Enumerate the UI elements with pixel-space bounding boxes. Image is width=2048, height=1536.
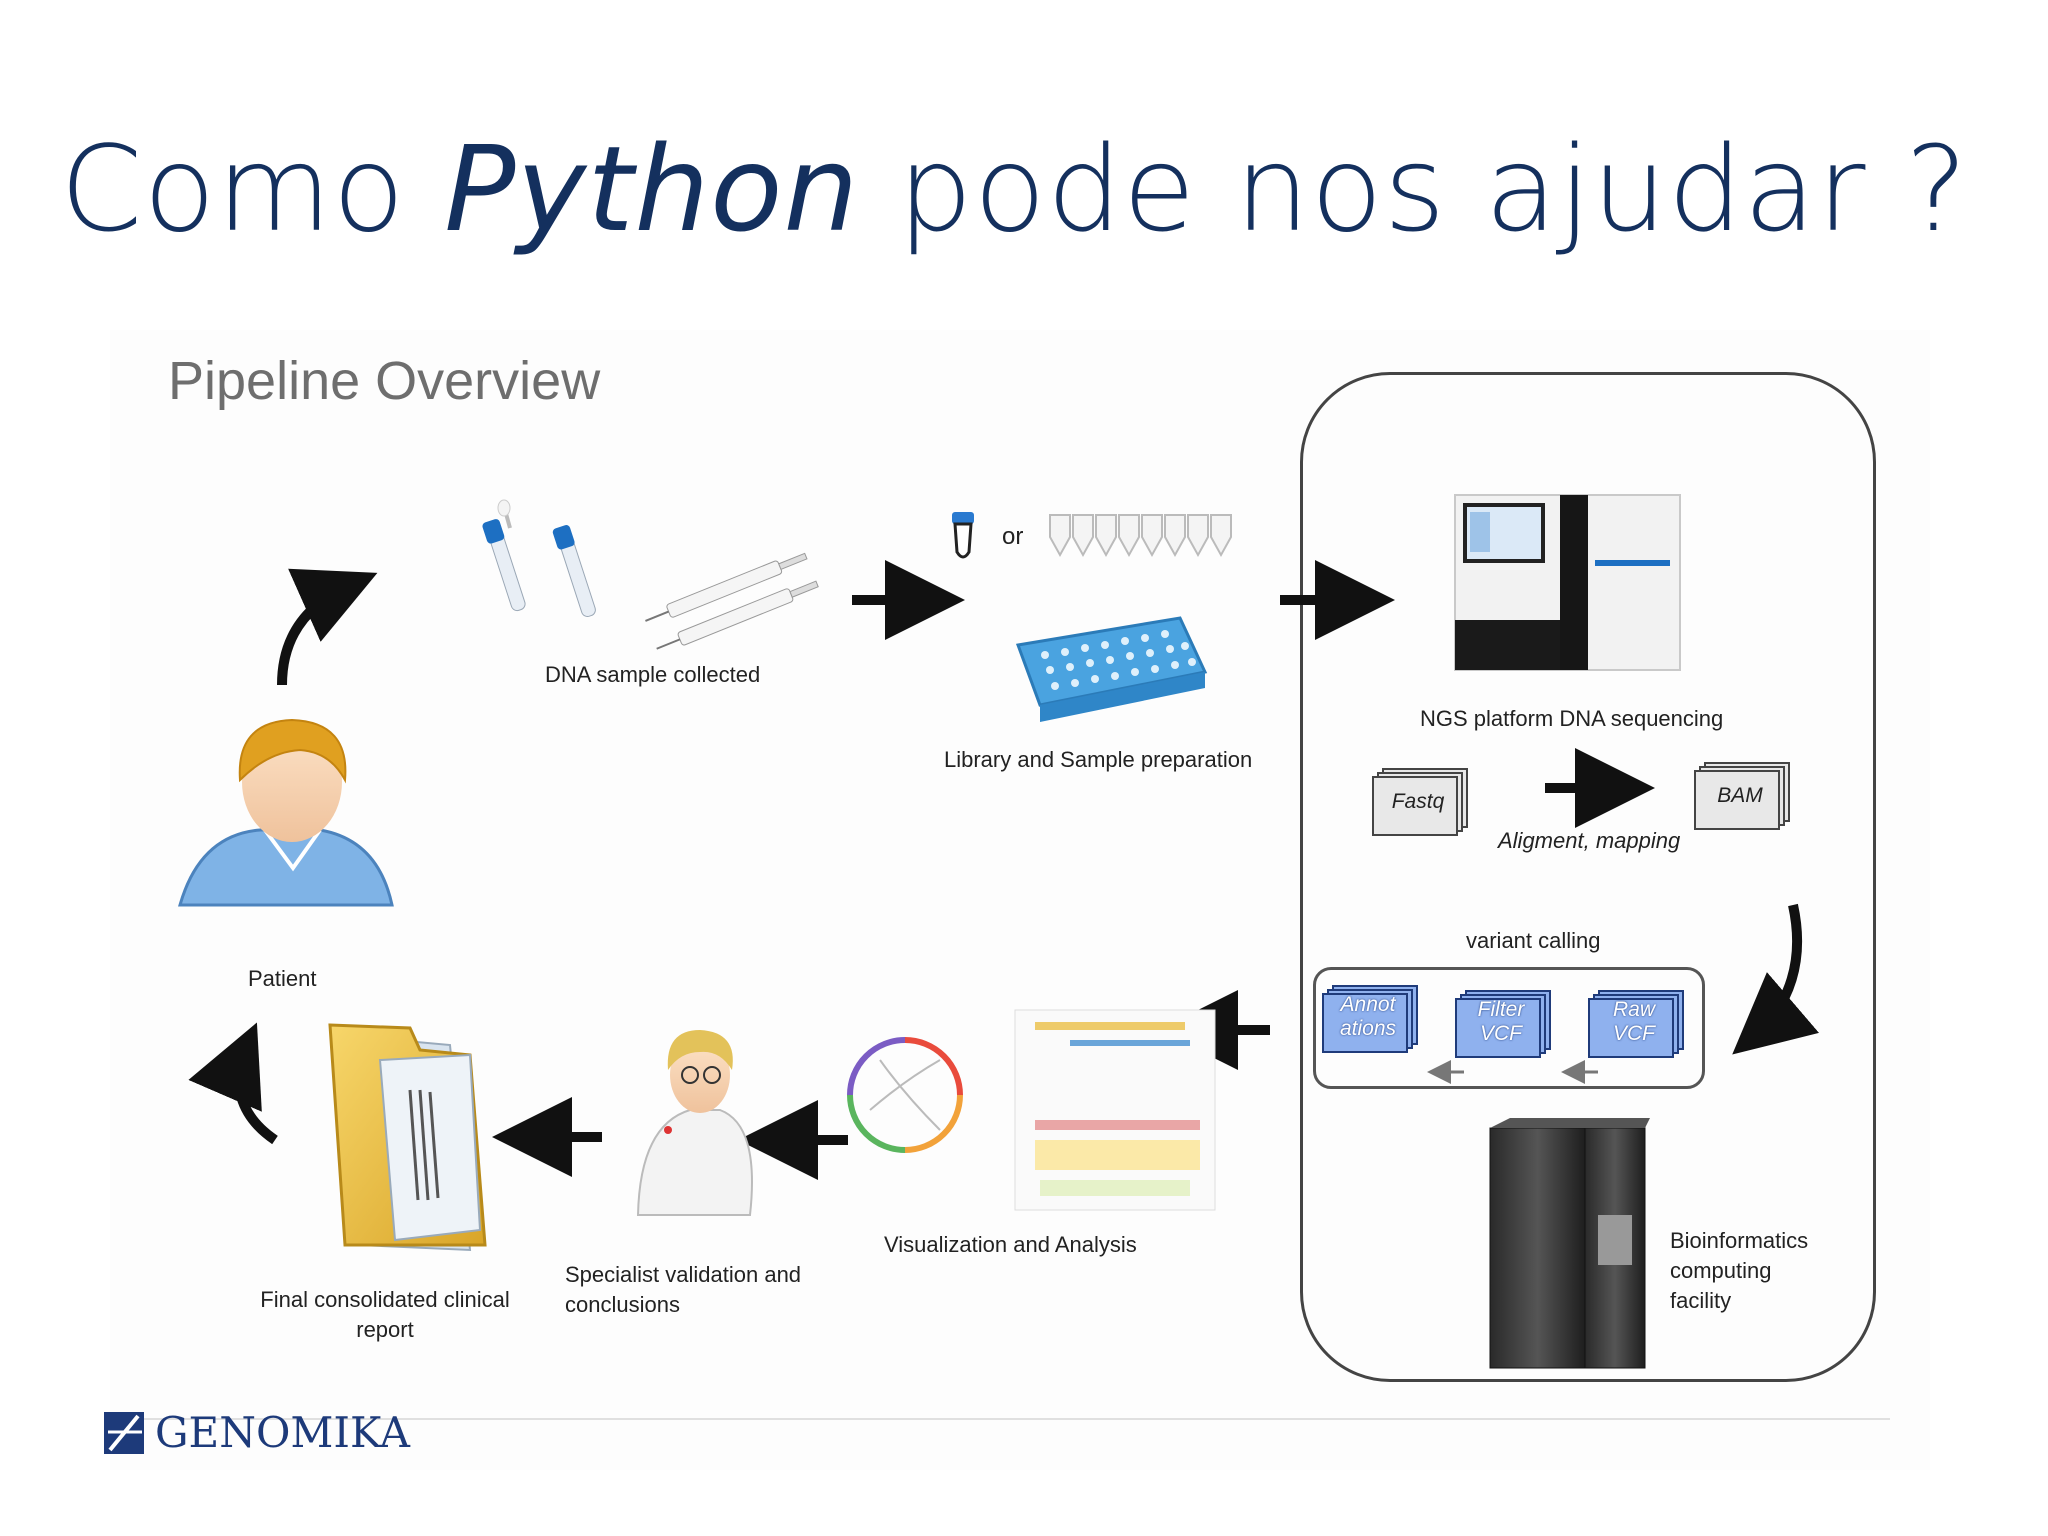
flow-arrows (188, 560, 1819, 1180)
label-ngs: NGS platform DNA sequencing (1420, 706, 1724, 731)
report-folder-illustration (328, 1023, 487, 1252)
bam-file-stack: BAM (1694, 762, 1790, 830)
pipeline-title: Pipeline Overview (168, 351, 601, 411)
genomika-logo-text: GENOMIKA (155, 1408, 410, 1457)
label-specialist-2: conclusions (565, 1292, 680, 1317)
label-alignment: Aligment, mapping (1498, 828, 1681, 853)
label-specialist: Specialist validation and conclusions (565, 1260, 801, 1320)
annot-label-2: ations (1339, 1017, 1397, 1040)
fastq-label: Fastq (1391, 790, 1445, 813)
filter-label-2: VCF (1480, 1022, 1522, 1045)
label-hpc-1: Bioinformatics (1670, 1228, 1809, 1253)
label-or: or (1002, 523, 1024, 550)
filter-label-1: Filter (1477, 998, 1525, 1021)
sample-tubes-illustration (482, 499, 819, 650)
title-post: pode nos ajudar ? (859, 120, 1969, 258)
label-library-prep: Library and Sample preparation (944, 747, 1253, 772)
title-python: Python (444, 120, 860, 258)
genomika-logo-icon (104, 1412, 144, 1454)
label-report-2: report (356, 1317, 414, 1342)
label-report: Final consolidated clinical report (250, 1285, 520, 1345)
arrow-to-variant-calling (1732, 903, 1819, 1055)
label-visualization: Visualization and Analysis (884, 1232, 1137, 1257)
arrow-to-patient (188, 1022, 278, 1145)
label-hpc-3: facility (1670, 1288, 1732, 1313)
computing-facility-frame (1300, 372, 1876, 1382)
variant-calling-frame (1313, 967, 1705, 1089)
annot-label-1: Annot (1340, 993, 1396, 1016)
label-hpc-2: computing (1670, 1258, 1772, 1283)
library-prep-illustration (952, 512, 1232, 722)
patient-illustration (178, 718, 394, 907)
specialist-illustration (636, 1030, 753, 1216)
label-patient: Patient (248, 966, 317, 991)
slide-title: Como Python pode nos ajudar ? (60, 120, 1969, 258)
label-dna-sample: DNA sample collected (545, 662, 761, 687)
raw-label-1: Raw (1612, 998, 1655, 1021)
bam-label: BAM (1717, 784, 1763, 807)
server-rack-illustration (1489, 1118, 1650, 1369)
visualization-illustration (847, 1009, 1216, 1211)
label-report-1: Final consolidated clinical (260, 1287, 510, 1312)
fastq-file-stack: Fastq (1372, 768, 1468, 836)
label-hpc: Bioinformatics computing facility (1670, 1226, 1808, 1316)
arrow-to-sample (277, 568, 378, 686)
footer-divider (110, 1418, 1890, 1420)
label-specialist-1: Specialist validation and (565, 1262, 802, 1287)
label-variant-calling: variant calling (1466, 928, 1601, 953)
raw-label-2: VCF (1613, 1022, 1655, 1045)
title-pre: Como (60, 120, 445, 258)
sequencer-illustration (1454, 494, 1681, 671)
